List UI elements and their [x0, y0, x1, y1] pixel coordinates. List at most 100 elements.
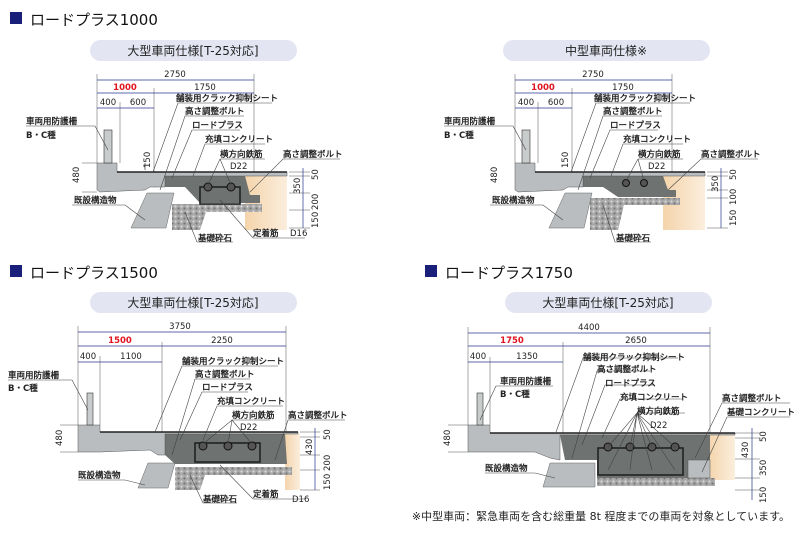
dim-right-3: 200 [311, 194, 321, 210]
dim-right-1: 50 [311, 169, 321, 180]
dim-curb-height: 480 [55, 430, 65, 446]
label-existing: 既設構造物 [485, 463, 528, 474]
label-fill-concrete: 充填コンクリート [620, 392, 688, 403]
label-sheet: 舗装用クラック抑制シート [582, 352, 685, 363]
callouts [26, 102, 340, 243]
label-existing: 既設構造物 [74, 195, 117, 206]
panel-roadplus-1750: ロードプラス1750 大型車両仕様[T-25対応] 4400 1750 2650… [425, 264, 795, 503]
spec-label: 大型車両仕様[T-25対応] [542, 296, 673, 310]
label-rebar-size: D22 [650, 421, 667, 431]
spec-pill [90, 40, 297, 61]
dim-curb-height: 480 [72, 167, 82, 183]
label-roadplus: ロードプラス [610, 120, 661, 131]
label-sheet: 舗装用クラック抑制シート [593, 93, 696, 104]
dim-right-4: 150 [311, 212, 321, 228]
panel-roadplus-1500: ロードプラス1500 大型車両仕様[T-25対応] 3750 1500 2250… [8, 264, 348, 505]
label-base-concrete: 基礎コンクリート [726, 407, 795, 418]
dim-left-a: 400 [518, 98, 534, 108]
label-anchor-size: D16 [290, 229, 307, 239]
dim-right-1: 50 [759, 431, 769, 442]
label-gravel: 基礎砕石 [197, 233, 233, 244]
label-fill-concrete: 充填コンクリート [217, 396, 285, 407]
label-gravel: 基礎砕石 [202, 494, 238, 505]
spec-label: 大型車両仕様[T-25対応] [127, 296, 258, 310]
label-bolt-right: 高さ調整ボルト [701, 149, 761, 160]
dim-right: 1750 [612, 83, 634, 93]
panel-title: ロードプラス1500 [30, 264, 158, 282]
dim-gap: 150 [143, 152, 153, 168]
dim-total: 3750 [169, 322, 191, 332]
dim-total: 2750 [582, 70, 604, 80]
label-sheet: 舗装用クラック抑制シート [181, 356, 284, 367]
label-existing: 既設構造物 [492, 195, 535, 206]
label-guard: 車両用防護柵 [8, 370, 60, 381]
dim-right-3: 200 [323, 455, 333, 471]
label-bolt: 高さ調整ボルト [195, 369, 255, 380]
label-rebar-size: D22 [230, 162, 247, 172]
dim-right-3: 350 [759, 460, 769, 476]
label-guard-type: B・C種 [500, 389, 530, 400]
dim-left-b: 600 [130, 98, 146, 108]
dim-right-2: 350 [293, 178, 303, 194]
right-dims [289, 168, 310, 229]
title-marker-icon [425, 265, 437, 277]
dim-right-3: 100 [729, 189, 739, 205]
label-bolt: 高さ調整ボルト [603, 106, 663, 117]
label-guard: 車両用防護柵 [26, 116, 78, 127]
dim-right-1: 50 [729, 169, 739, 180]
label-rebar: 横方向鉄筋 [219, 149, 263, 160]
dim-left-b: 1350 [516, 352, 538, 362]
dim-width-highlight: 1000 [113, 83, 137, 93]
dim-right-4: 150 [729, 210, 739, 226]
dim-left-a: 400 [100, 98, 116, 108]
dim-left-a: 400 [80, 352, 96, 362]
panel-title: ロードプラス1750 [445, 264, 573, 282]
dim-width-highlight: 1750 [500, 336, 524, 346]
label-fill-concrete: 充填コンクリート [205, 134, 273, 145]
dim-total: 4400 [578, 323, 600, 333]
dim-right-1: 50 [323, 429, 333, 440]
dim-right-4: 150 [323, 474, 333, 490]
dim-right: 2650 [625, 336, 647, 346]
label-rebar-size: D22 [240, 423, 257, 433]
dim-right: 2250 [211, 336, 233, 346]
label-bolt-right: 高さ調整ボルト [288, 410, 348, 421]
label-rebar: 横方向鉄筋 [637, 149, 681, 160]
footnote: ※中型車両：緊急車両を含む総重量 8t 程度までの車両を対象としています。 [412, 509, 790, 523]
title-marker-icon [10, 265, 22, 277]
label-rebar: 横方向鉄筋 [231, 410, 275, 421]
spec-label-medium: 中型車両仕様※ [565, 43, 647, 58]
spec-pill [505, 292, 712, 313]
label-guard-type: B・C種 [26, 130, 56, 141]
spec-pill-medium [503, 40, 710, 61]
label-roadplus: ロードプラス [192, 120, 243, 131]
label-guard: 車両用防護柵 [500, 376, 552, 387]
label-anchor-size: D16 [292, 495, 309, 505]
spec-pill [90, 292, 297, 313]
label-existing: 既設構造物 [78, 470, 121, 481]
dim-total: 2750 [164, 70, 186, 80]
label-bolt-right: 高さ調整ボルト [283, 149, 343, 160]
label-rebar-size: D22 [648, 162, 665, 172]
spec-label: 大型車両仕様[T-25対応] [127, 44, 258, 58]
dim-width-highlight: 1500 [108, 336, 132, 346]
dimension-lines [96, 74, 255, 172]
dim-left-b: 1100 [120, 352, 142, 362]
label-anchor: 定着筋 [252, 489, 279, 500]
label-fill-concrete: 充填コンクリート [623, 134, 691, 145]
label-roadplus: ロードプラス [202, 382, 253, 393]
dim-left-a: 400 [470, 352, 486, 362]
label-bolt: 高さ調整ボルト [185, 106, 245, 117]
label-guard-type: B・C種 [444, 130, 474, 141]
dim-gap: 150 [561, 152, 571, 168]
dim-left-b: 600 [548, 98, 564, 108]
dim-curb-height: 480 [443, 430, 453, 446]
panel-title: ロードプラス1000 [30, 11, 158, 29]
label-bolt: 高さ調整ボルト [597, 364, 657, 375]
label-bolt-right: 高さ調整ボルト [722, 393, 782, 404]
title-marker-icon [10, 12, 22, 24]
dim-curb-height: 480 [490, 167, 500, 183]
dim-right-2: 430 [741, 442, 751, 458]
label-guard-type: B・C種 [8, 383, 38, 394]
